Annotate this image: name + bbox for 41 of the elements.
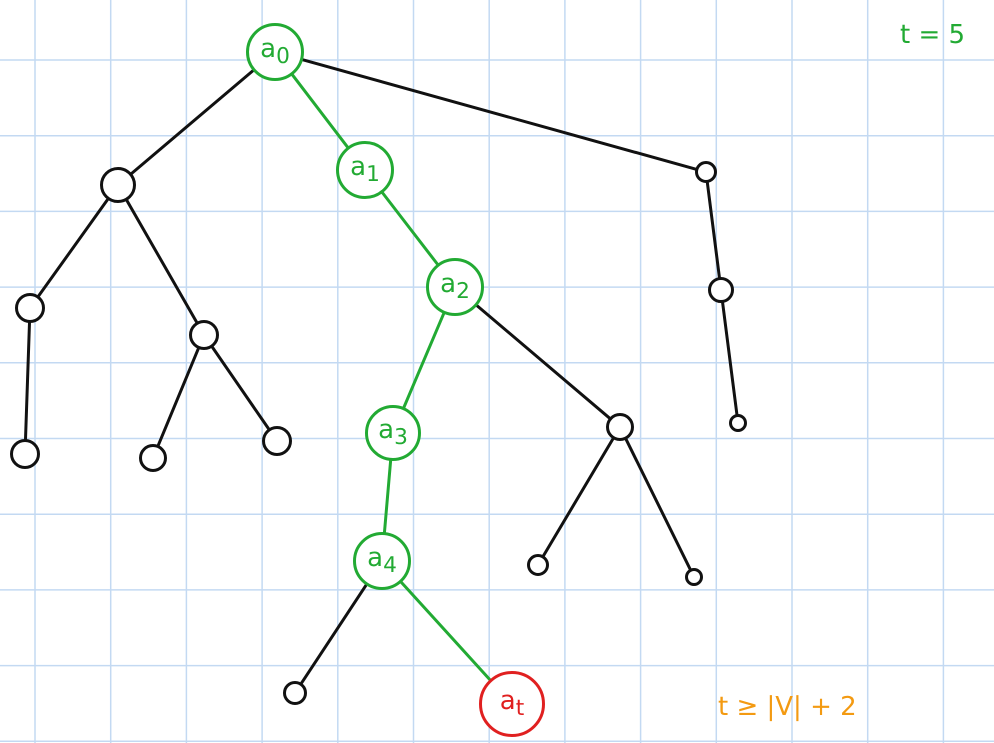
node-circle — [262, 426, 292, 456]
node-circle — [100, 167, 136, 203]
tree-edge — [476, 304, 611, 420]
tree-edge — [24, 322, 31, 440]
node-label: a$_{0}$ — [260, 36, 290, 68]
tree-edge — [291, 74, 349, 148]
node-circle — [10, 439, 40, 469]
annotation-text: t = 5 — [900, 20, 966, 50]
node-label: a$_{1}$ — [350, 154, 380, 186]
node-circle — [729, 414, 747, 432]
node-circle — [283, 681, 307, 705]
tree-edge — [402, 312, 446, 409]
tree-edge — [400, 580, 492, 682]
node-label: a$_{t}$ — [500, 688, 524, 720]
node-circle — [527, 554, 549, 576]
tree-edge — [300, 584, 368, 684]
node-circle — [189, 320, 219, 350]
tree-edge — [211, 346, 270, 430]
node-label: a$_{4}$ — [367, 545, 397, 577]
tree-edge — [721, 301, 738, 416]
tree-edge — [156, 347, 200, 447]
tree-edge — [301, 58, 697, 171]
node-circle — [685, 568, 703, 586]
tree-edge — [624, 438, 692, 570]
node-circle — [15, 293, 45, 323]
node-label: a$_{3}$ — [378, 417, 408, 449]
node-circle — [139, 444, 167, 472]
tree-edge — [125, 199, 198, 324]
annotation-text: t ≥ |V| + 2 — [718, 692, 857, 722]
node-circle — [708, 277, 734, 303]
labeled-node-circle — [336, 141, 394, 199]
tree-edge — [706, 181, 721, 279]
node-circle — [606, 413, 634, 441]
tree-edge — [542, 438, 614, 558]
tree-edge — [37, 198, 110, 298]
labeled-node-circle — [426, 258, 484, 316]
node-circle — [695, 161, 717, 183]
tree-edge — [382, 459, 392, 534]
tree-edge — [381, 191, 439, 266]
node-label: a$_{2}$ — [440, 271, 470, 303]
tree-edge — [130, 69, 254, 175]
